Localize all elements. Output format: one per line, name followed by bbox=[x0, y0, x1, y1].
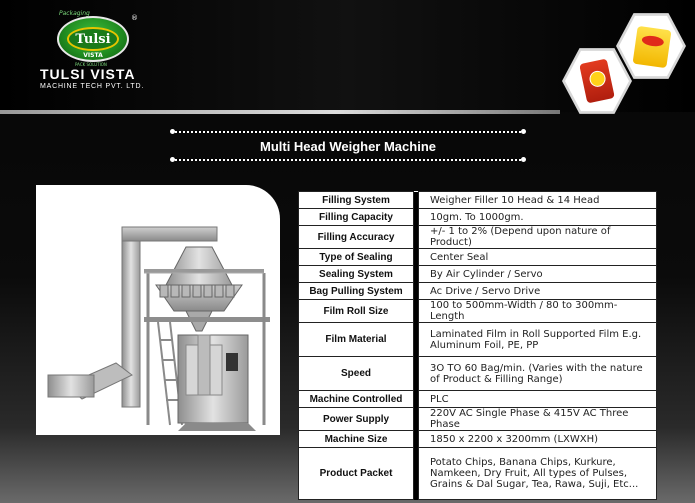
spec-value: 3O TO 60 Bag/min. (Varies with the natur… bbox=[418, 356, 657, 391]
spec-separator bbox=[413, 265, 419, 283]
spec-separator bbox=[413, 322, 419, 357]
title-dot-right-top bbox=[521, 129, 526, 134]
company-logo: Packaging Tulsi VISTA ® PACK SOLUTION bbox=[35, 10, 160, 97]
spec-row-bag-pulling-system: Bag Pulling System Ac Drive / Servo Driv… bbox=[298, 282, 657, 300]
spec-label: Machine Size bbox=[298, 430, 414, 448]
spec-label: Sealing System bbox=[298, 265, 414, 283]
title-rule-top bbox=[172, 131, 524, 133]
spec-value: 10gm. To 1000gm. bbox=[418, 208, 657, 226]
spec-value: By Air Cylinder / Servo bbox=[418, 265, 657, 283]
packet-badge bbox=[588, 69, 608, 89]
spec-separator bbox=[413, 225, 419, 249]
company-subtitle: MACHINE TECH PVT. LTD. bbox=[40, 83, 145, 90]
logo-inner-oval: Tulsi bbox=[67, 27, 119, 51]
spec-row-type-of-sealing: Type of Sealing Center Seal bbox=[298, 248, 657, 266]
logo-sub-text: VISTA bbox=[83, 52, 103, 59]
spec-row-filling-capacity: Filling Capacity 10gm. To 1000gm. bbox=[298, 208, 657, 226]
spec-row-filling-accuracy: Filling Accuracy +/- 1 to 2% (Depend upo… bbox=[298, 225, 657, 249]
spec-row-film-material: Film Material Laminated Film in Roll Sup… bbox=[298, 322, 657, 357]
page-title: Multi Head Weigher Machine bbox=[259, 139, 436, 154]
spec-separator bbox=[413, 191, 419, 209]
packet-badge bbox=[641, 34, 665, 48]
product-hex-left bbox=[562, 48, 632, 114]
spec-value: Center Seal bbox=[418, 248, 657, 266]
spec-value: 220V AC Single Phase & 415V AC Three Pha… bbox=[418, 407, 657, 431]
title-rule-bottom bbox=[172, 159, 524, 161]
spec-separator bbox=[413, 390, 419, 408]
spec-value: +/- 1 to 2% (Depend upon nature of Produ… bbox=[418, 225, 657, 249]
header-divider bbox=[0, 110, 560, 114]
spec-label: Power Supply bbox=[298, 407, 414, 431]
spec-label: Filling Capacity bbox=[298, 208, 414, 226]
snack-packet-red-image bbox=[579, 58, 615, 104]
spec-separator bbox=[413, 248, 419, 266]
spec-label: Speed bbox=[298, 356, 414, 391]
spec-label: Film Roll Size bbox=[298, 299, 414, 323]
registered-mark: ® bbox=[131, 14, 138, 22]
spec-value: Potato Chips, Banana Chips, Kurkure, Nam… bbox=[418, 447, 657, 500]
logo-arc-text: Packaging bbox=[59, 10, 90, 17]
spec-value: PLC bbox=[418, 390, 657, 408]
spec-label: Filling Accuracy bbox=[298, 225, 414, 249]
logo-tagline: PACK SOLUTION bbox=[75, 62, 107, 67]
spec-label: Film Material bbox=[298, 322, 414, 357]
spec-row-power-supply: Power Supply 220V AC Single Phase & 415V… bbox=[298, 407, 657, 431]
spec-row-speed: Speed 3O TO 60 Bag/min. (Varies with the… bbox=[298, 356, 657, 391]
spec-value: Weigher Filler 10 Head & 14 Head bbox=[418, 191, 657, 209]
spec-row-sealing-system: Sealing System By Air Cylinder / Servo bbox=[298, 265, 657, 283]
specification-table: Filling System Weigher Filler 10 Head & … bbox=[298, 191, 657, 500]
product-hex-left-inner bbox=[565, 50, 629, 112]
spec-value: Ac Drive / Servo Drive bbox=[418, 282, 657, 300]
spec-separator bbox=[413, 282, 419, 300]
spec-label: Product Packet bbox=[298, 447, 414, 500]
spec-separator bbox=[413, 356, 419, 391]
machine-image-panel bbox=[36, 185, 280, 435]
spec-row-filling-system: Filling System Weigher Filler 10 Head & … bbox=[298, 191, 657, 209]
spec-value: 1850 x 2200 x 3200mm (LXWXH) bbox=[418, 430, 657, 448]
snack-packet-yellow-image bbox=[632, 25, 672, 69]
spec-separator bbox=[413, 208, 419, 226]
title-dot-right-bottom bbox=[521, 157, 526, 162]
product-hex-right-inner bbox=[619, 15, 683, 77]
spec-row-film-roll-size: Film Roll Size 100 to 500mm-Width / 80 t… bbox=[298, 299, 657, 323]
spec-label: Machine Controlled bbox=[298, 390, 414, 408]
multi-head-weigher-machine-image bbox=[47, 226, 270, 431]
spec-row-machine-controlled: Machine Controlled PLC bbox=[298, 390, 657, 408]
spec-value: 100 to 500mm-Width / 80 to 300mm-Length bbox=[418, 299, 657, 323]
product-hex-right bbox=[616, 13, 686, 79]
spec-label: Type of Sealing bbox=[298, 248, 414, 266]
spec-label: Bag Pulling System bbox=[298, 282, 414, 300]
spec-separator bbox=[413, 299, 419, 323]
spec-row-product-packet: Product Packet Potato Chips, Banana Chip… bbox=[298, 447, 657, 500]
company-name: TULSI VISTA bbox=[40, 66, 136, 82]
spec-label: Filling System bbox=[298, 191, 414, 209]
spec-separator bbox=[413, 407, 419, 431]
spec-row-machine-size: Machine Size 1850 x 2200 x 3200mm (LXWXH… bbox=[298, 430, 657, 448]
spec-separator bbox=[413, 447, 419, 500]
spec-separator bbox=[413, 430, 419, 448]
spec-value: Laminated Film in Roll Supported Film E.… bbox=[418, 322, 657, 357]
logo-emblem: Tulsi VISTA bbox=[57, 16, 129, 62]
logo-wordmark: Tulsi bbox=[75, 32, 111, 47]
